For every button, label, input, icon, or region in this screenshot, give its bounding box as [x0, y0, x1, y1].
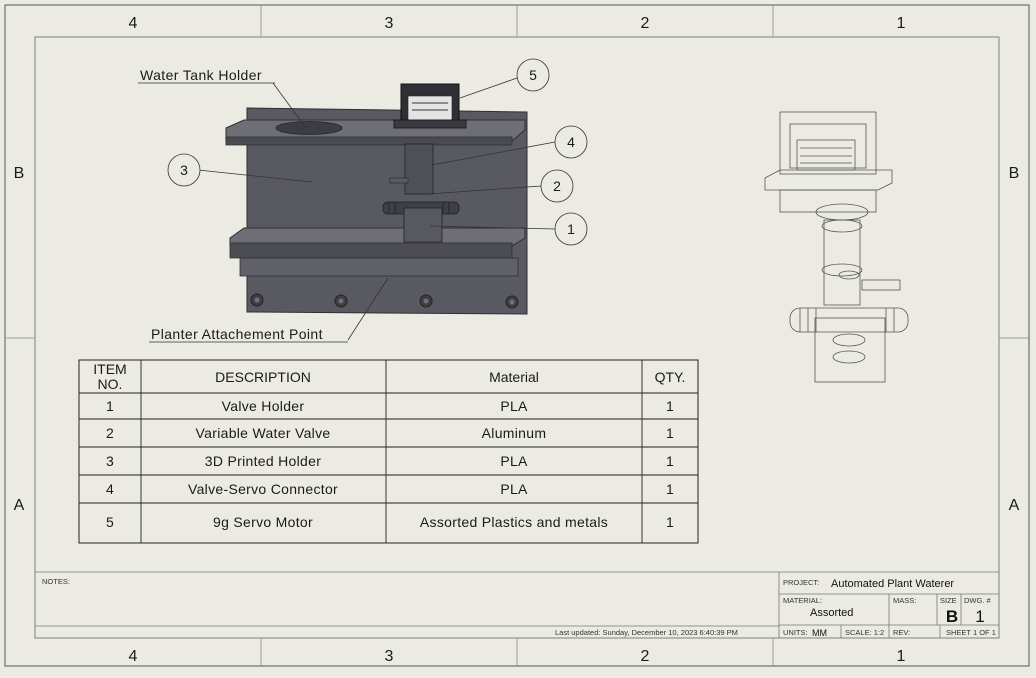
svg-text:PLA: PLA [500, 453, 528, 469]
material-value: Assorted [810, 607, 853, 619]
size-label: SIZE [940, 596, 957, 605]
svg-text:PLA: PLA [500, 398, 528, 414]
svg-text:Valve-Servo Connector: Valve-Servo Connector [188, 481, 338, 497]
svg-text:Valve Holder: Valve Holder [222, 398, 305, 414]
bom-header-material: Material [489, 369, 539, 385]
scale-label: SCALE: 1:2 [845, 628, 884, 637]
notes-label: NOTES: [42, 577, 70, 586]
zone-col-top-2: 2 [641, 15, 650, 32]
mass-label: MASS: [893, 596, 916, 605]
bom-row: 1 Valve Holder PLA 1 [106, 398, 674, 414]
zone-ticks [5, 5, 1029, 666]
bom-row: 5 9g Servo Motor Assorted Plastics and m… [106, 514, 674, 530]
svg-text:2: 2 [553, 178, 561, 194]
sheet-label: SHEET 1 OF 1 [946, 628, 996, 637]
bom-row: 3 3D Printed Holder PLA 1 [106, 453, 674, 469]
bom-row: 4 Valve-Servo Connector PLA 1 [106, 481, 674, 497]
bom-row: 2 Variable Water Valve Aluminum 1 [106, 425, 674, 441]
svg-text:3: 3 [180, 162, 188, 178]
shaded-assembly-view [225, 83, 528, 315]
svg-text:Aluminum: Aluminum [482, 425, 547, 441]
dwg-value: 1 [975, 607, 984, 626]
zone-col-bottom-3: 3 [385, 648, 394, 665]
svg-text:1: 1 [666, 514, 674, 530]
svg-text:5: 5 [529, 67, 537, 83]
dwg-label: DWG. # [964, 596, 991, 605]
svg-text:PLA: PLA [500, 481, 528, 497]
callout-balloon-4: 4 [554, 125, 588, 159]
zone-row-left-b: B [14, 165, 25, 182]
bom-header-item-line1: ITEM [93, 361, 126, 377]
zone-col-top-3: 3 [385, 15, 394, 32]
callout-balloon-2: 2 [540, 169, 574, 203]
project-name: Automated Plant Waterer [831, 578, 954, 590]
zone-col-bottom-4: 4 [129, 648, 138, 665]
title-block: NOTES: PROJECT: Automated Plant Waterer … [35, 571, 999, 638]
size-value: B [946, 607, 958, 626]
zone-col-bottom-1: 1 [897, 648, 906, 665]
svg-text:4: 4 [106, 481, 114, 497]
svg-text:1: 1 [567, 221, 575, 237]
svg-text:3: 3 [106, 453, 114, 469]
zone-col-top-4: 4 [129, 15, 138, 32]
wireframe-assembly-view [764, 111, 909, 383]
bom-header-description: DESCRIPTION [215, 369, 311, 385]
svg-text:4: 4 [567, 134, 575, 150]
svg-text:5: 5 [106, 514, 114, 530]
svg-text:1: 1 [666, 398, 674, 414]
svg-text:1: 1 [106, 398, 114, 414]
label-planter-attachment-point: Planter Attachement Point [151, 326, 323, 342]
zone-row-left-a: A [14, 497, 25, 514]
bom-header-qty: QTY. [655, 369, 686, 385]
rev-label: REV: [893, 628, 910, 637]
svg-text:9g Servo Motor: 9g Servo Motor [213, 514, 313, 530]
bom-header-item-line2: NO. [98, 376, 123, 392]
project-label: PROJECT: [783, 578, 819, 587]
svg-text:3D Printed Holder: 3D Printed Holder [205, 453, 321, 469]
svg-text:1: 1 [666, 481, 674, 497]
svg-text:Assorted Plastics and metals: Assorted Plastics and metals [420, 514, 608, 530]
callout-balloon-5: 5 [516, 58, 550, 92]
callout-leaders [197, 77, 556, 341]
zone-row-right-a: A [1009, 497, 1020, 514]
zone-row-right-b: B [1009, 165, 1020, 182]
last-updated: Last updated: Sunday, December 10, 2023 … [555, 628, 738, 637]
svg-text:2: 2 [106, 425, 114, 441]
svg-text:Variable Water Valve: Variable Water Valve [196, 425, 331, 441]
units-value: MM [812, 628, 827, 638]
bom-table: ITEM NO. DESCRIPTION Material QTY. 1 Val… [78, 359, 699, 544]
zone-col-bottom-2: 2 [641, 648, 650, 665]
zone-col-top-1: 1 [897, 15, 906, 32]
units-label: UNITS: [783, 628, 808, 637]
material-label: MATERIAL: [783, 596, 822, 605]
svg-text:1: 1 [666, 453, 674, 469]
callout-balloon-3: 3 [167, 153, 201, 187]
svg-text:1: 1 [666, 425, 674, 441]
callout-balloon-1: 1 [554, 212, 588, 246]
label-water-tank-holder: Water Tank Holder [140, 67, 262, 83]
